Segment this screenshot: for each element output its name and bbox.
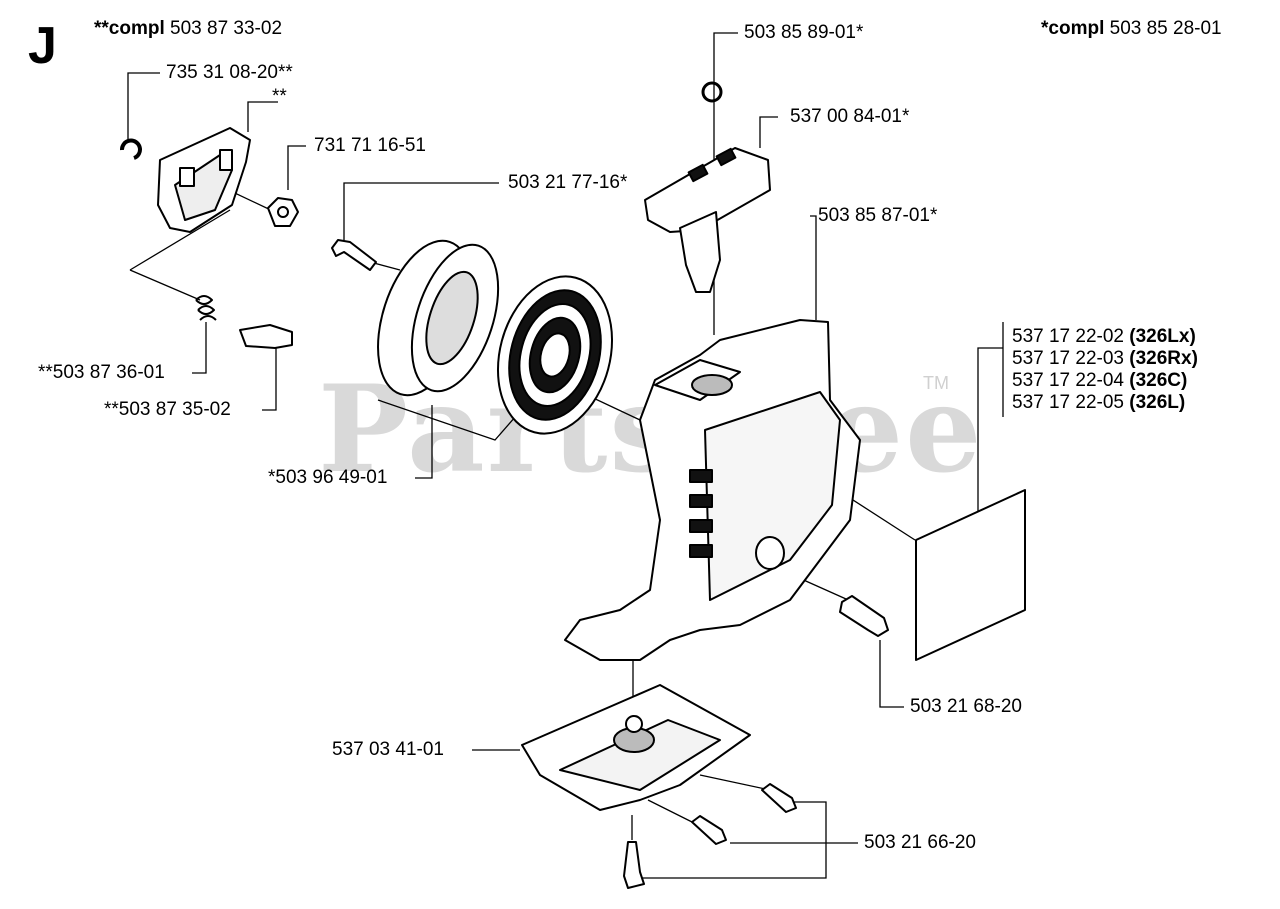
header-left-assembly: **compl 503 87 33-02 bbox=[94, 18, 282, 40]
label-double-star: ** bbox=[272, 86, 287, 107]
pulley-screw-icon bbox=[331, 239, 377, 271]
label-503-87-35-02: **503 87 35-02 bbox=[104, 399, 231, 420]
decal-model: (326C) bbox=[1129, 370, 1188, 391]
label-503-85-89-01: 503 85 89-01* bbox=[744, 22, 864, 43]
decal-model: (326Rx) bbox=[1129, 348, 1198, 369]
label-731-71-16-51: 731 71 16-51 bbox=[314, 135, 426, 156]
plate-screw-1-icon bbox=[761, 783, 797, 813]
plate-screw-3-icon bbox=[623, 841, 645, 889]
label-537-03-41-01: 537 03 41-01 bbox=[332, 739, 444, 760]
decal-model: (326Lx) bbox=[1129, 326, 1196, 347]
model-decal bbox=[915, 489, 1026, 661]
decal-variant-2: 537 17 22-03 (326Rx) bbox=[1012, 348, 1198, 370]
decal-number: 537 17 22-04 bbox=[1012, 370, 1124, 391]
header-right-prefix: *compl bbox=[1041, 18, 1105, 39]
retaining-ring-icon bbox=[120, 138, 142, 160]
label-503-85-87-01: 503 85 87-01* bbox=[818, 205, 938, 226]
label-735-31-08-20: 735 31 08-20** bbox=[166, 62, 293, 83]
header-right-number: 503 85 28-01 bbox=[1109, 18, 1222, 39]
pawl-icon bbox=[239, 324, 293, 349]
decal-number: 537 17 22-03 bbox=[1012, 348, 1124, 369]
rope-knot-icon bbox=[701, 81, 723, 103]
decal-variant-4: 537 17 22-05 (326L) bbox=[1012, 392, 1185, 414]
decal-number: 537 17 22-02 bbox=[1012, 326, 1124, 347]
housing-bolt-icon bbox=[839, 595, 889, 637]
label-537-00-84-01: 537 00 84-01* bbox=[790, 106, 910, 127]
label-503-96-49-01: *503 96 49-01 bbox=[268, 467, 388, 488]
parts-art bbox=[120, 81, 1026, 889]
section-letter: J bbox=[28, 17, 57, 75]
label-503-21-66-20: 503 21 66-20 bbox=[864, 832, 976, 853]
header-left-number: 503 87 33-02 bbox=[170, 18, 283, 39]
housing-bolt-hole bbox=[755, 536, 785, 570]
watermark-trademark: TM bbox=[923, 373, 949, 393]
decal-number: 537 17 22-05 bbox=[1012, 392, 1124, 413]
starter-handle bbox=[644, 147, 771, 233]
decal-model: (326L) bbox=[1129, 392, 1186, 413]
plate-screw-2-icon bbox=[691, 815, 727, 845]
header-left-prefix: **compl bbox=[94, 18, 165, 39]
label-503-21-68-20: 503 21 68-20 bbox=[910, 696, 1022, 717]
label-503-87-36-01: **503 87 36-01 bbox=[38, 362, 165, 383]
pawl-spring-icon bbox=[195, 295, 217, 321]
label-503-21-77-16: 503 21 77-16* bbox=[508, 172, 628, 193]
decal-variant-3: 537 17 22-04 (326C) bbox=[1012, 370, 1187, 392]
header-right-assembly: *compl 503 85 28-01 bbox=[1041, 18, 1222, 40]
decal-variant-1: 537 17 22-02 (326Lx) bbox=[1012, 326, 1196, 348]
